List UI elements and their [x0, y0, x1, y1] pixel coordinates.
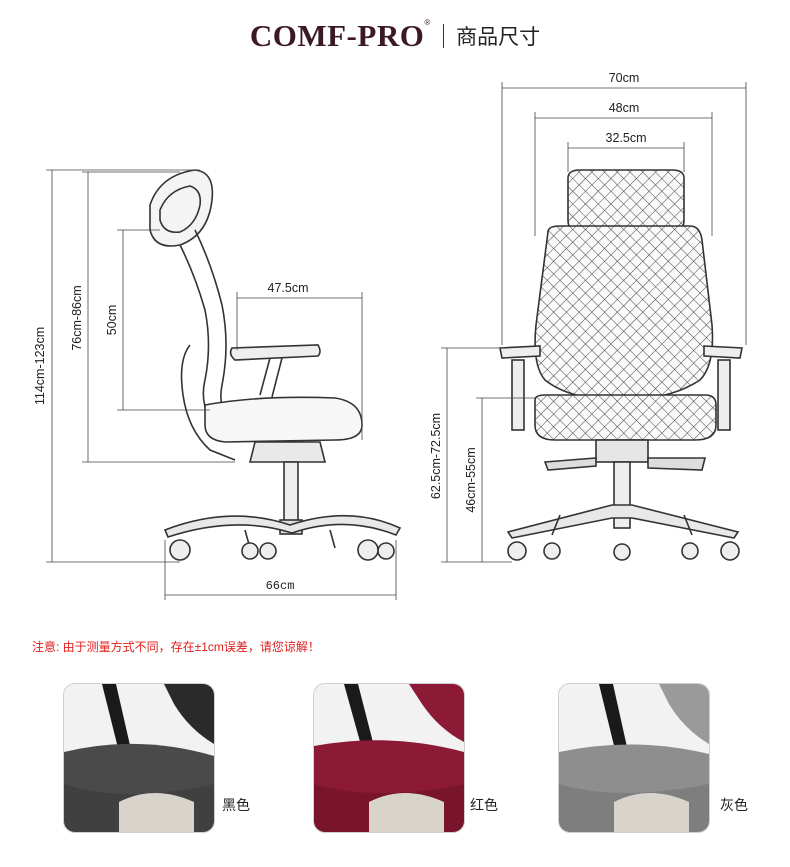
- side-view-chair: [149, 169, 402, 561]
- color-label-gray: 灰色: [720, 797, 748, 813]
- front-dimension-lines: [441, 82, 747, 563]
- armrest-height-label: 62.5cm-72.5cm: [429, 413, 443, 499]
- brand-logo: COMF-PRO: [249, 18, 425, 53]
- black-mesh-image: [64, 684, 214, 832]
- side-dimension-lines: [46, 169, 397, 600]
- dimension-diagram: 114cm-123cm 76cm-86cm 50cm 47.5cm 66cm: [33, 71, 747, 600]
- gray-mesh-image: [559, 684, 709, 832]
- color-swatch-gray[interactable]: [558, 683, 710, 833]
- overall-width-label: 70cm: [609, 71, 640, 85]
- color-swatch-black[interactable]: [63, 683, 215, 833]
- back-height-label: 76cm-86cm: [70, 285, 84, 350]
- seat-height-label: 46cm-55cm: [464, 447, 478, 512]
- header-divider: [442, 24, 444, 48]
- brand-header: COMF-PRO® 商品尺寸: [0, 18, 790, 54]
- color-swatch-red[interactable]: [313, 683, 465, 833]
- base-width-label: 66cm: [266, 579, 295, 593]
- back-width-label: 48cm: [609, 101, 640, 115]
- color-label-black: 黑色: [222, 797, 250, 813]
- backrest-height-label: 50cm: [105, 305, 119, 336]
- seat-depth-label: 47.5cm: [268, 281, 309, 295]
- measurement-note: 注意: 由于测量方式不同，存在±1cm误差，请您谅解！: [32, 640, 320, 654]
- headrest-width-label: 32.5cm: [606, 131, 647, 145]
- color-label-red: 红色: [470, 797, 498, 813]
- red-mesh-image: [314, 684, 464, 832]
- registered-mark: ®: [424, 18, 431, 27]
- total-height-label: 114cm-123cm: [33, 327, 47, 405]
- page-title: 商品尺寸: [456, 26, 541, 49]
- front-view-chair: [499, 169, 743, 561]
